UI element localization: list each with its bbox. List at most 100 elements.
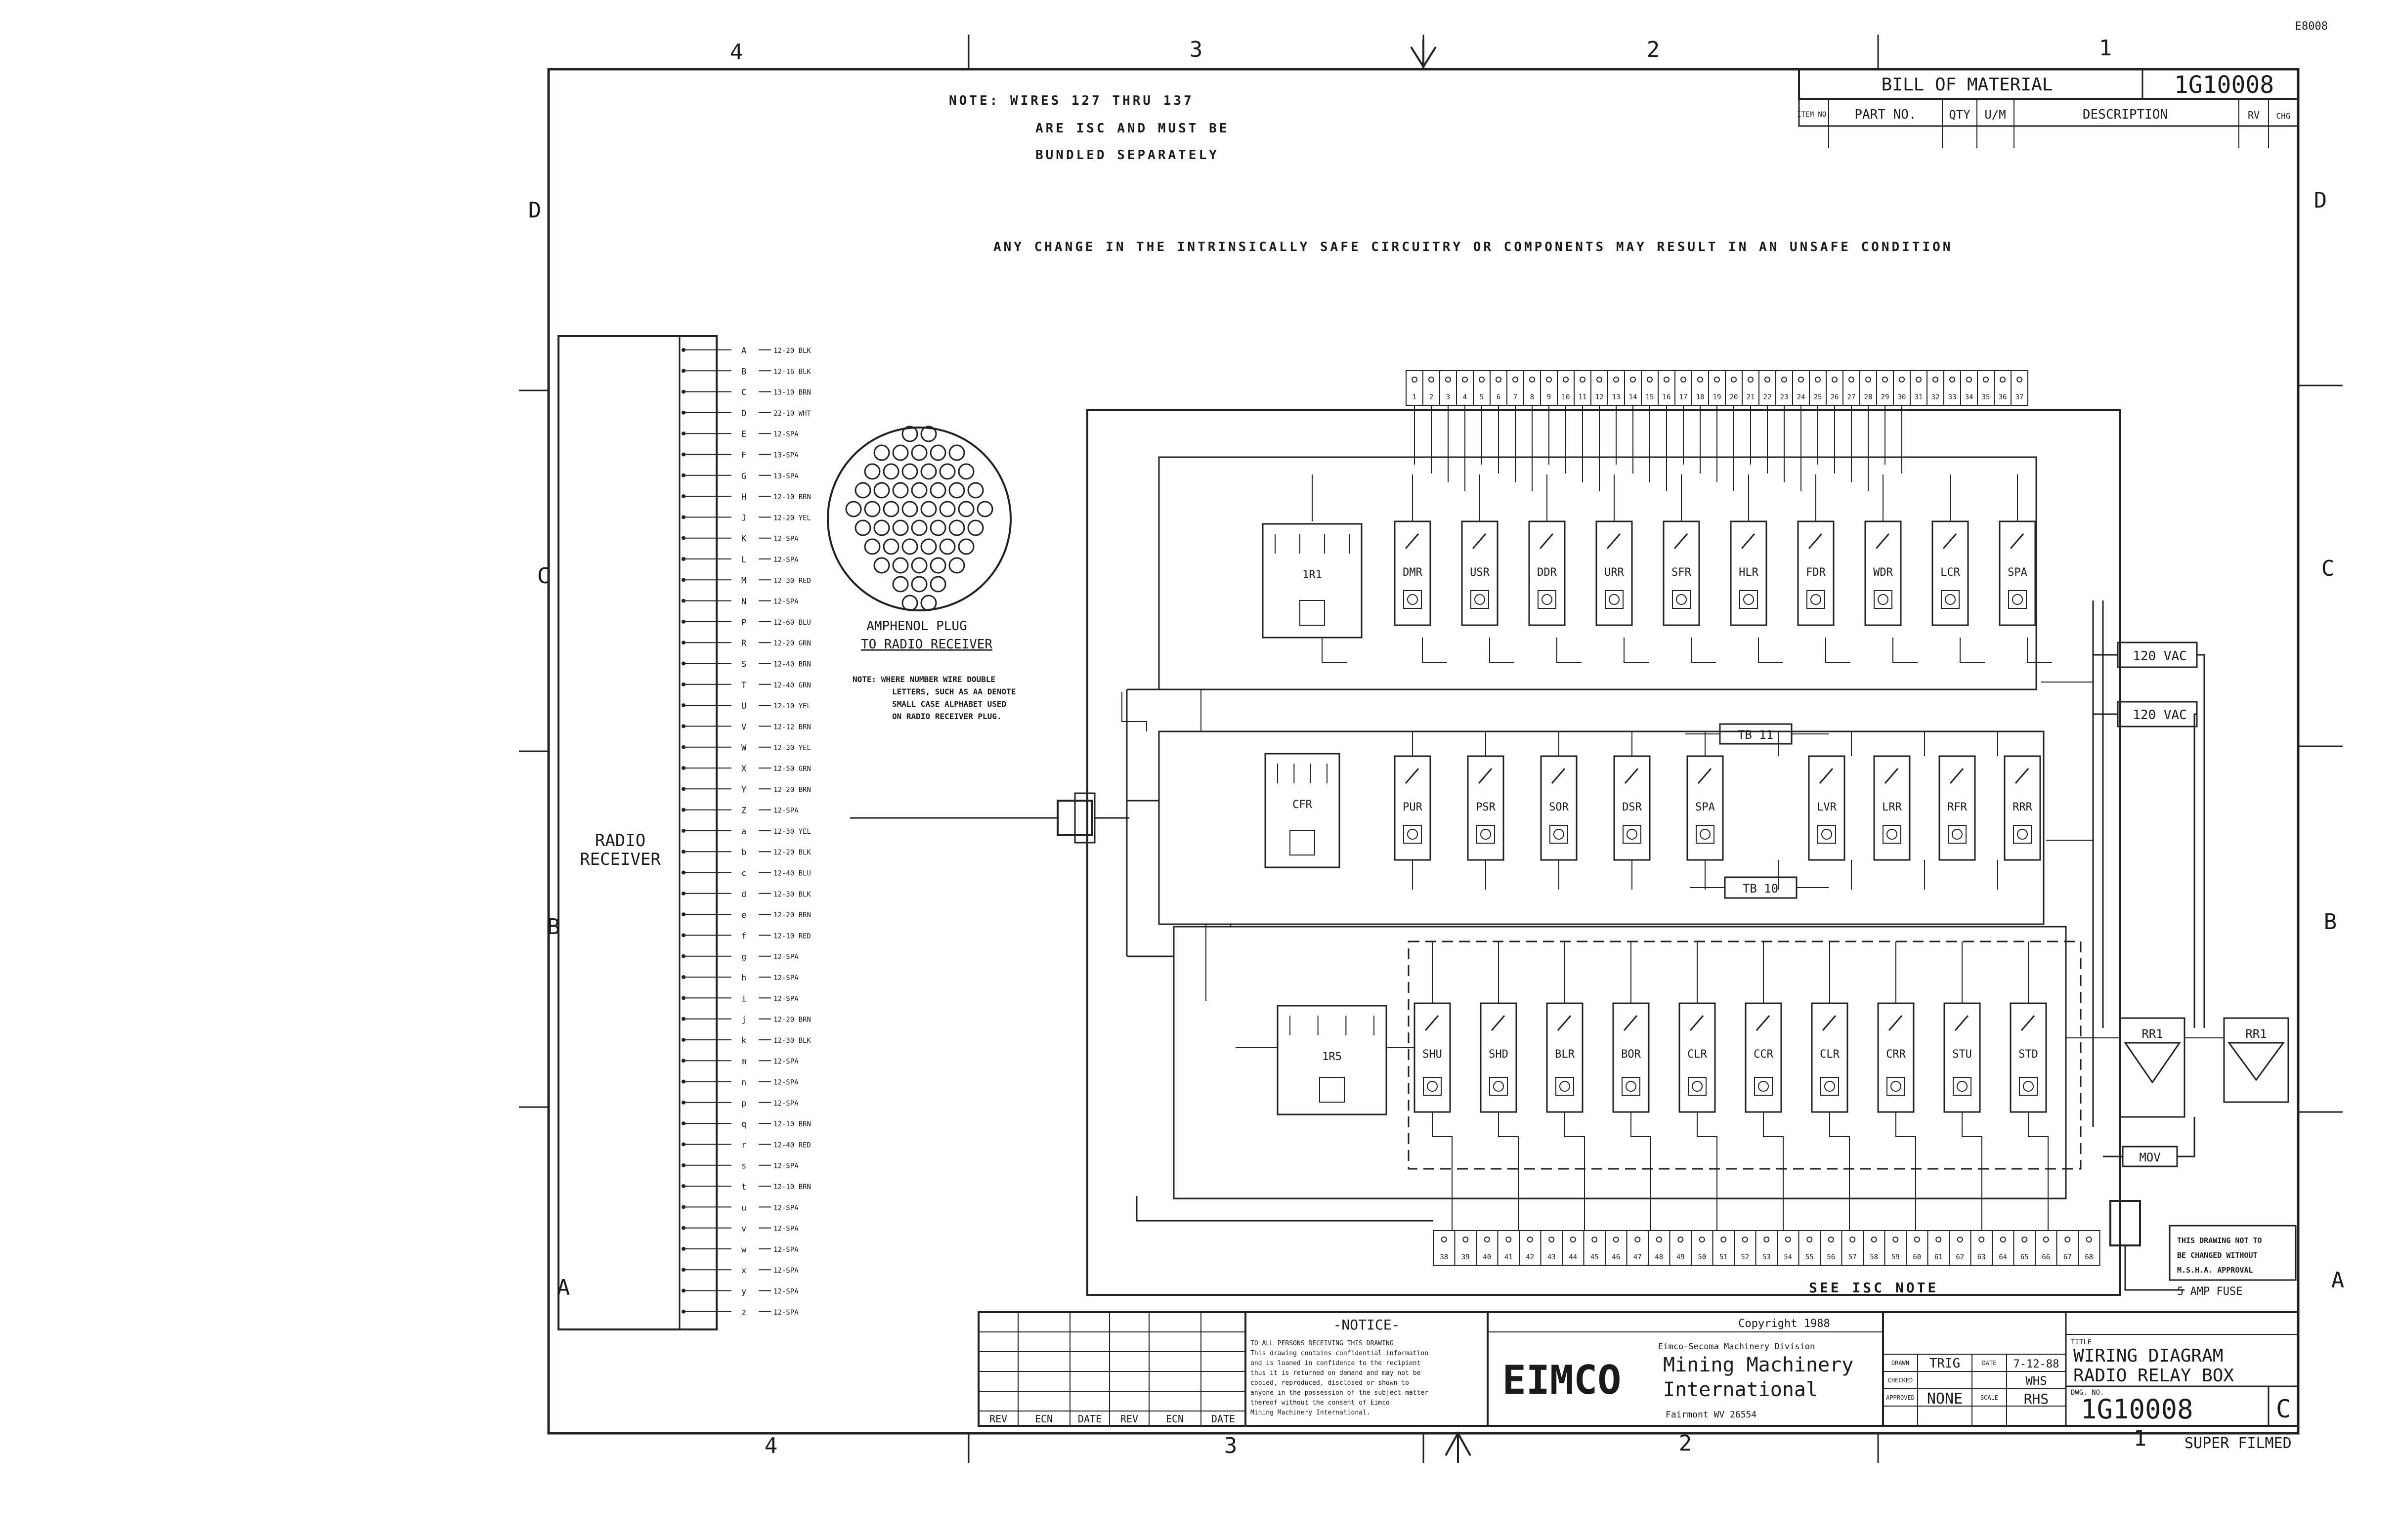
- mov-suppressor: MOV: [2103, 1117, 2195, 1167]
- terminal-screw: [1664, 377, 1670, 383]
- receiver-pin-dot: [682, 1268, 685, 1272]
- relay-coil-terminal: [1878, 594, 1888, 605]
- receiver-pin-label: B: [741, 367, 746, 377]
- relay-label: PSR: [1476, 801, 1496, 813]
- terminal-number: 47: [1633, 1253, 1642, 1261]
- relay: WDR: [1864, 520, 1902, 626]
- fuse-holder: 5 AMP FUSE: [2109, 1200, 2242, 1298]
- receiver-pin-dot: [682, 578, 685, 582]
- receiver-pin-dot: [682, 661, 685, 666]
- wire-run: [1962, 1112, 1982, 1231]
- relay-contact: [1741, 533, 1756, 549]
- rev-header: REV: [1120, 1413, 1138, 1425]
- relay: HLR: [1730, 520, 1767, 626]
- plug-pin: [920, 595, 937, 611]
- terminal-number: 6: [1497, 393, 1500, 401]
- receiver-pin-label: E: [741, 429, 746, 439]
- msha-approval-note: THIS DRAWING NOT TO BE CHANGED WITHOUT M…: [2169, 1225, 2297, 1281]
- terminal-number: 32: [1931, 393, 1940, 401]
- receiver-pin-label: s: [741, 1161, 746, 1171]
- title-block-field: DRAWN: [1891, 1360, 1909, 1367]
- terminal-screw: [2016, 377, 2022, 383]
- relay: DSR: [1613, 755, 1651, 861]
- terminal-screw: [1496, 377, 1501, 383]
- terminal-screw: [2043, 1237, 2049, 1242]
- terminal-number: 55: [1805, 1253, 1814, 1261]
- dwg-no-label: DWG. NO.: [2071, 1389, 2104, 1397]
- relay-label: URR: [1604, 566, 1624, 579]
- relay-coil: [1476, 825, 1495, 844]
- notice-line: and is loaned in confidence to the recip…: [1250, 1360, 1420, 1367]
- relay-coil: [1538, 590, 1556, 609]
- terminal-screw: [1699, 1237, 1705, 1242]
- relay-contact: [1557, 1015, 1572, 1031]
- relay-coil-terminal: [1427, 1081, 1438, 1092]
- notice-line: anyone in the possession of the subject …: [1250, 1389, 1428, 1397]
- terminal-number: 9: [1547, 393, 1551, 401]
- relay-contact: [1875, 533, 1890, 549]
- rev-header: DATE: [1078, 1413, 1102, 1425]
- title-block-field: SCALE: [1980, 1394, 1998, 1401]
- receiver-pin-label: n: [741, 1078, 746, 1088]
- relay-label: 1R1: [1302, 569, 1322, 581]
- relay-body: [1938, 755, 1976, 861]
- receiver-pin-dot: [682, 348, 685, 352]
- wire-run: [1825, 638, 1850, 663]
- terminal-number: 61: [1934, 1253, 1943, 1261]
- receiver-pin-label: i: [741, 994, 746, 1004]
- receiver-wire-label: 12-SPA: [773, 1079, 799, 1087]
- relay-label: HLR: [1739, 566, 1758, 579]
- terminal-screw: [1828, 1237, 1834, 1242]
- terminal-number: 57: [1848, 1253, 1857, 1261]
- receiver-wire-label: 12-SPA: [773, 974, 799, 982]
- plug-note-line: ON RADIO RECEIVER PLUG.: [892, 712, 1002, 721]
- receiver-wire-label: 22-10 WHT: [773, 410, 811, 418]
- plug-pin: [958, 538, 975, 555]
- receiver-pin-dot: [682, 787, 685, 791]
- relay-label: LRR: [1882, 801, 1902, 813]
- wire-run: [1126, 688, 1174, 957]
- title-block-value: 7-12-88: [2013, 1358, 2059, 1370]
- relay-label: RFR: [1947, 801, 1967, 813]
- terminal-screw: [1916, 377, 1922, 383]
- receiver-pin-label: Y: [741, 785, 746, 795]
- receiver-pin-dot: [682, 954, 685, 958]
- terminal-screw: [2064, 1237, 2071, 1242]
- receiver-wire-label: 12-20 BRN: [773, 1016, 811, 1024]
- relay: DMR: [1394, 520, 1431, 626]
- relay-contact: [1822, 1015, 1837, 1031]
- wire-run: [1763, 1112, 1784, 1231]
- plug-pin: [967, 482, 984, 499]
- relay-contact: [1624, 768, 1639, 784]
- receiver-pin-dot: [682, 850, 685, 854]
- zone-top-label: 1: [2099, 36, 2112, 61]
- terminal-screw: [1428, 377, 1434, 383]
- relay-label: SHU: [1422, 1048, 1442, 1061]
- relay-label: CRR: [1886, 1048, 1906, 1061]
- relay-label: 1R5: [1322, 1051, 1342, 1063]
- receiver-pin-label: y: [741, 1287, 746, 1297]
- receiver-wire-label: 12-SPA: [773, 1246, 799, 1254]
- relay: LCR: [1931, 520, 1969, 626]
- receiver-pin-label: a: [741, 827, 746, 837]
- relay-box-enclosure: [1086, 409, 2121, 1296]
- relay: FDR: [1797, 520, 1835, 626]
- receiver-pin-label: z: [741, 1308, 746, 1318]
- relay-contact: [2014, 768, 2029, 784]
- plug-caption: TO RADIO RECEIVER: [861, 637, 992, 652]
- receiver-pin-dot: [682, 431, 685, 436]
- wire-run: [1630, 1112, 1651, 1231]
- receiver-pin-dot: [682, 996, 685, 1000]
- relay-coil: [1754, 1077, 1773, 1096]
- terminal-screw: [2021, 1237, 2028, 1242]
- plug-pin: [873, 557, 890, 574]
- receiver-wire-label: 12-SPA: [773, 1267, 799, 1275]
- receiver-pin-dot: [682, 494, 685, 499]
- wire-note-line: NOTE: WIRES 127 THRU 137: [949, 93, 1194, 108]
- terminal-number: 34: [1965, 393, 1973, 401]
- notice-line: thereof without the consent of Eimco: [1250, 1399, 1390, 1407]
- relay-contact: [1884, 768, 1899, 784]
- plug-pin: [930, 576, 946, 593]
